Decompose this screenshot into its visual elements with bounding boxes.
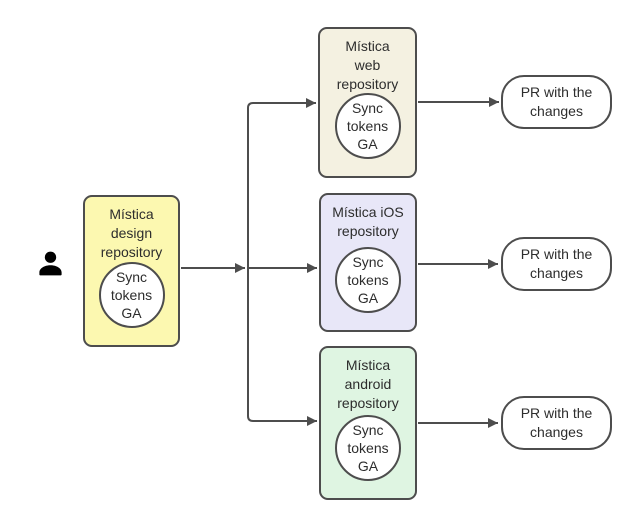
- node-title: Mística iOS repository: [332, 204, 404, 239]
- node-web-repository: Mística web repository Sync tokens GA: [318, 27, 417, 178]
- sync-tokens-badge: Sync tokens GA: [335, 415, 401, 481]
- node-ios-repository: Mística iOS repository Sync tokens GA: [319, 193, 417, 332]
- pr-pill-android: PR with the changes: [501, 396, 612, 450]
- sync-tokens-badge: Sync tokens GA: [334, 93, 401, 159]
- sync-tokens-badge: Sync tokens GA: [98, 262, 165, 328]
- pr-pill-ios: PR with the changes: [501, 237, 612, 291]
- pr-pill-web: PR with the changes: [501, 75, 612, 129]
- user-person-icon: [35, 249, 66, 281]
- connector-junction-to-web: [247, 98, 316, 268]
- sync-tokens-badge: Sync tokens GA: [335, 247, 401, 313]
- node-title: Mística android repository: [337, 357, 399, 411]
- node-title: Mística web repository: [336, 38, 399, 92]
- connector-junction-to-android: [247, 268, 317, 426]
- node-android-repository: Mística android repository Sync tokens G…: [319, 346, 417, 500]
- node-title: Mística design repository: [100, 206, 163, 260]
- node-design-repository: Mística design repository Sync tokens GA: [83, 195, 180, 347]
